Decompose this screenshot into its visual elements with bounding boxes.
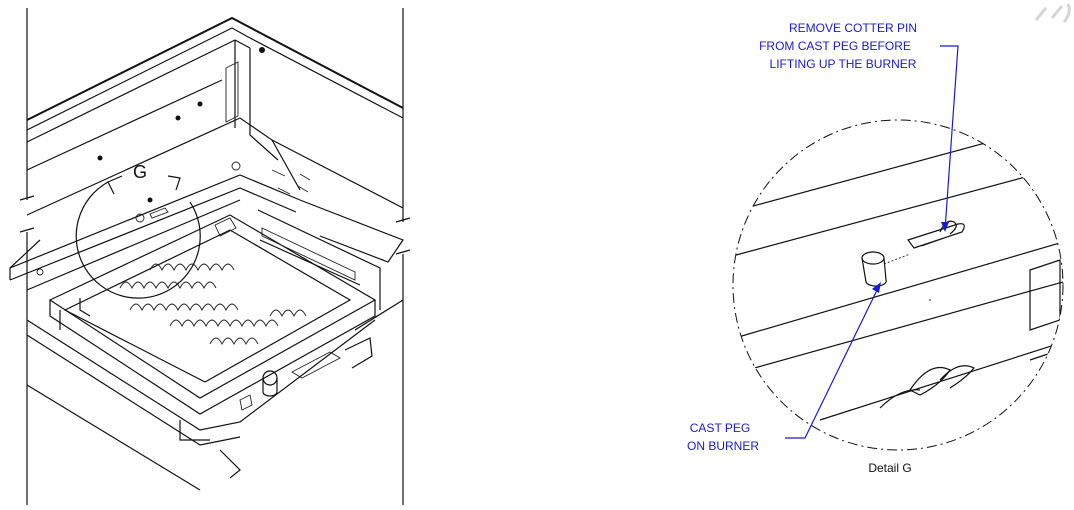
detail-g-view: REMOVE COTTER PIN FROM CAST PEG BEFORE L… xyxy=(687,21,1064,475)
detail-circle xyxy=(732,119,1064,451)
cotter-pin-callout xyxy=(940,45,959,232)
detail-contents xyxy=(733,120,1063,421)
front-rail xyxy=(9,174,404,291)
detail-caption: Detail G xyxy=(868,461,911,475)
burner-tray xyxy=(48,209,381,415)
cotter-pin-text-line1: REMOVE COTTER PIN xyxy=(789,21,917,35)
detail-g-marker xyxy=(75,175,201,299)
assembly-view: G xyxy=(9,8,411,505)
cotter-pin-text-line3: LIFTING UP THE BURNER xyxy=(770,57,917,71)
cast-peg-top xyxy=(861,251,885,265)
detail-marker-letter: G xyxy=(133,162,147,182)
cast-peg-callout xyxy=(785,282,881,439)
housing-top xyxy=(26,16,404,216)
lower-panels xyxy=(26,299,404,491)
cast-peg-text-line2: ON BURNER xyxy=(687,439,759,453)
cast-peg-text-line1: CAST PEG xyxy=(690,421,750,435)
cotter-pin xyxy=(907,220,965,249)
corner-watermark xyxy=(1034,3,1071,23)
cabinet-edges xyxy=(19,8,411,505)
cotter-pin-text-line2: FROM CAST PEG BEFORE xyxy=(759,39,911,53)
